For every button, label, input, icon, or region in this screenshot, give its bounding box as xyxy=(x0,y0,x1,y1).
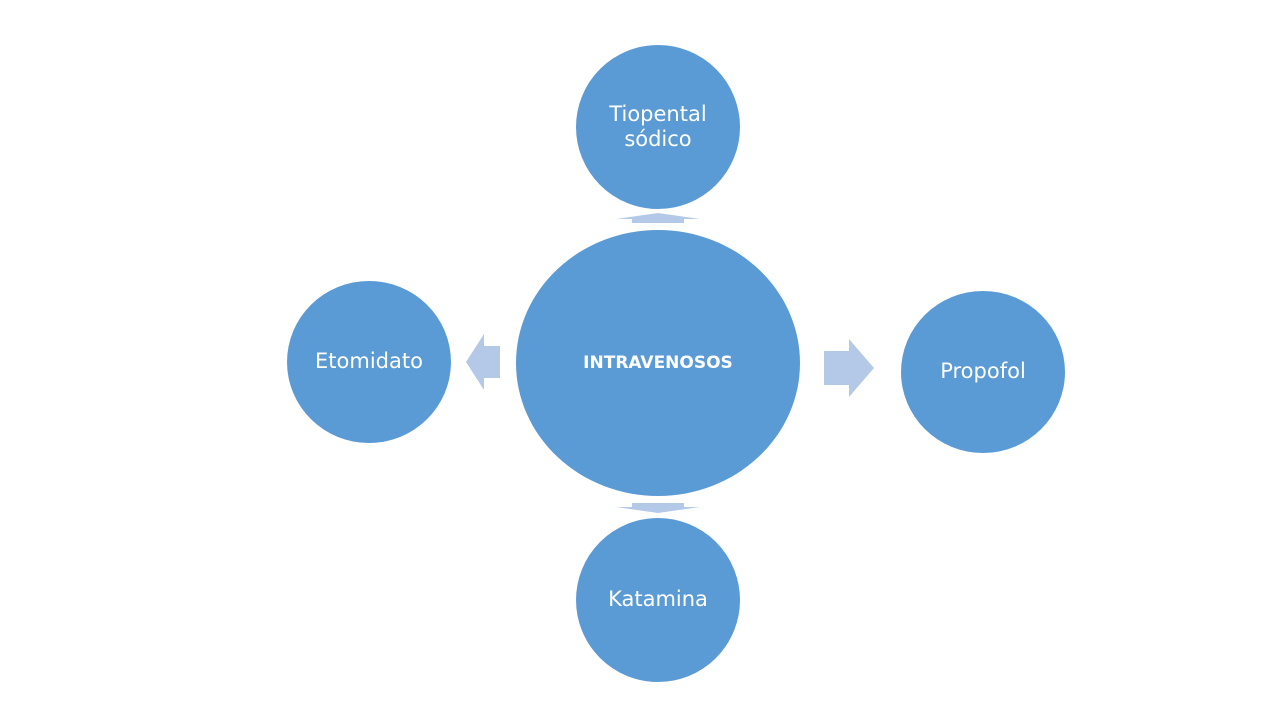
arrow-up-icon xyxy=(616,213,700,223)
node-katamina: Katamina xyxy=(573,515,743,685)
center-node-intravenosos: INTRAVENOSOS xyxy=(513,227,803,499)
node-top-label: Tiopental sódico xyxy=(609,101,707,151)
node-etomidato: Etomidato xyxy=(284,278,454,446)
node-propofol: Propofol xyxy=(898,288,1068,456)
node-right-label: Propofol xyxy=(940,359,1026,384)
node-left-label: Etomidato xyxy=(315,349,423,374)
node-tiopental-sodico: Tiopental sódico xyxy=(573,42,743,212)
arrow-down-icon xyxy=(616,503,700,513)
center-node-label: INTRAVENOSOS xyxy=(583,352,733,373)
arrow-left-icon xyxy=(466,334,500,390)
arrow-right-icon xyxy=(824,339,874,397)
node-bottom-label: Katamina xyxy=(608,587,708,612)
